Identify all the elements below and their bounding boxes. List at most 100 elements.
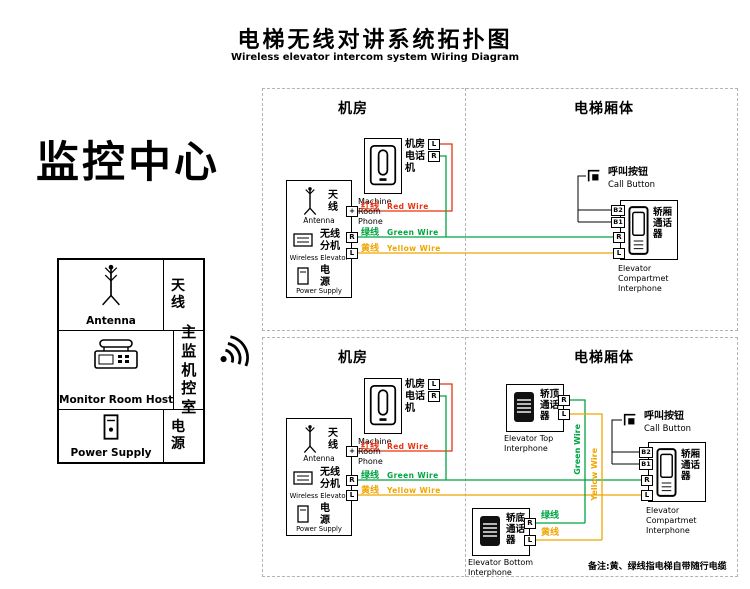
- yellow-wire-vertical-label: Yellow Wire: [590, 448, 599, 501]
- green-wire-label-bottom: 绿线 Green Wire: [361, 468, 439, 481]
- bottom-interphone-label-en: Elevator Bottom Interphone: [468, 558, 534, 577]
- interphone-unit-icon: [628, 206, 649, 255]
- speaker-icon: [480, 516, 500, 546]
- machine-room-phone-label-zh-bottom: 机房电话机: [405, 379, 425, 414]
- wall-phone-icon: [369, 385, 397, 426]
- call-button-wire-top: [577, 175, 612, 223]
- machine-room-phone-label-zh-top: 机房电话机: [405, 139, 425, 174]
- page-title-zh: 电梯无线对讲系统拓扑图: [237, 28, 513, 53]
- compartment-interphone-box-bottom: 轿厢通话器: [648, 442, 706, 502]
- wireless-power-label-en-top: Power Supply: [296, 287, 342, 295]
- call-button-label-en-bottom: Call Button: [644, 424, 692, 434]
- wireless-power-label-zh-top: 电源: [320, 265, 330, 288]
- monitor-power-label-en: Power Supply: [70, 447, 152, 459]
- terminal-phone-l-bottom: L: [428, 379, 440, 390]
- monitor-power-main: Power Supply: [59, 410, 163, 462]
- machine-room-phone-label-en-top: Machine Room Phone: [358, 197, 392, 226]
- top-region-border: [262, 88, 738, 331]
- call-button-label-zh-bottom: 呼叫按钮: [644, 411, 684, 422]
- terminal-compartment-l-top: L: [613, 248, 625, 259]
- top-elevator-body-label: 电梯厢体: [574, 101, 634, 117]
- terminal-phone-r-top: R: [428, 151, 440, 162]
- terminal-wireless-l-bottom: L: [346, 490, 358, 501]
- wireless-extension-icon: [293, 471, 313, 485]
- red-wire-label-top: 红线 Red Wire: [361, 199, 429, 212]
- power-supply-icon: [103, 414, 119, 440]
- compartment-interphone-box-top: 轿厢通话器: [620, 200, 678, 260]
- wireless-power-label-zh-bottom: 电源: [320, 503, 330, 526]
- terminal-phone-r-bottom: R: [428, 391, 440, 402]
- red-wire-top: [357, 143, 453, 212]
- page-title-en: Wireless elevator intercom system Wiring…: [230, 52, 520, 63]
- wireless-power-label-en-bottom: Power Supply: [296, 525, 342, 533]
- machine-room-phone-box-bottom: [364, 378, 402, 434]
- bottom-interphone-label-zh: 轿底通话器: [506, 513, 526, 547]
- wall-phone-icon: [369, 145, 397, 186]
- yellow-wire-stub-label: 黄线: [541, 528, 560, 538]
- wireless-antenna-label-en-top: Antenna: [303, 216, 335, 225]
- wireless-power-icon: [297, 267, 309, 285]
- monitor-power-row: Power Supply 电源: [59, 410, 203, 462]
- machine-room-phone-box-top: [364, 138, 402, 194]
- terminal-compartment-b1-top: B1: [611, 217, 625, 228]
- compartment-interphone-label-en-bottom: Elevator Compartmet Interphone: [646, 506, 697, 535]
- compartment-interphone-label-zh-bottom: 轿厢通话器: [681, 449, 701, 483]
- terminal-bottom-interphone-l: L: [524, 535, 536, 546]
- call-button-wire-bottom: [611, 419, 640, 465]
- terminal-compartment-r-bottom: R: [641, 475, 653, 486]
- bottom-interphone-box: 轿底通话器: [472, 508, 530, 556]
- call-button-label-en-top: Call Button: [608, 180, 656, 190]
- red-wire-label-zh: 红线: [361, 202, 380, 212]
- green-wire-top-branch: [440, 155, 447, 237]
- wireless-extension-label-en-top: Wireless Elevator: [289, 254, 349, 262]
- yellow-wire-vertical: [536, 413, 603, 541]
- red-wire-label-zh: 红线: [361, 442, 380, 452]
- terminal-phone-l-top: L: [428, 139, 440, 150]
- green-wire-stub-label: 绿线: [541, 511, 560, 521]
- top-interphone-box: 轿顶通话器: [506, 384, 564, 432]
- terminal-compartment-b1-bottom: B1: [639, 459, 653, 470]
- monitor-antenna-label-zh: 天线: [163, 260, 203, 330]
- yellow-wire-label-zh: 黄线: [361, 486, 380, 496]
- terminal-top-interphone-r: R: [558, 395, 570, 406]
- monitor-host-label-en: Monitor Room Host: [59, 394, 174, 406]
- green-wire-vertical: [536, 399, 586, 524]
- terminal-compartment-l-bottom: L: [641, 490, 653, 501]
- terminal-wireless-l-top: L: [346, 248, 358, 259]
- compartment-interphone-label-zh-top: 轿厢通话器: [653, 207, 673, 241]
- green-wire-label-top: 绿线 Green Wire: [361, 225, 439, 238]
- wireless-extension-label-en-bottom: Wireless Elevator: [289, 492, 349, 500]
- terminal-wireless-plus-top: +: [346, 206, 358, 217]
- antenna-icon: [303, 425, 317, 453]
- wireless-extension-label-zh-bottom: 无线分机: [320, 467, 340, 490]
- yellow-wire-label-en: Yellow Wire: [387, 486, 441, 495]
- wireless-power-icon: [297, 505, 309, 523]
- green-wire-bottom-branch: [440, 395, 447, 480]
- terminal-wireless-plus-bottom: +: [346, 446, 358, 457]
- monitor-host-main: Monitor Room Host: [59, 331, 173, 409]
- monitor-center-heading: 监控中心: [36, 138, 220, 188]
- call-button-label-zh-top: 呼叫按钮: [608, 167, 648, 178]
- red-wire-label-bottom: 红线 Red Wire: [361, 439, 429, 452]
- yellow-wire-label-zh: 黄线: [361, 244, 380, 254]
- wireless-extension-label-zh-top: 无线分机: [320, 229, 340, 252]
- monitor-host-row: Monitor Room Host 主监机控室: [59, 323, 203, 416]
- top-interphone-label-en: Elevator Top Interphone: [504, 434, 554, 453]
- monitor-antenna-label-en: Antenna: [86, 315, 136, 327]
- antenna-icon: [303, 187, 317, 215]
- wireless-signal-icon: [220, 335, 249, 367]
- green-wire-label-zh: 绿线: [361, 228, 380, 238]
- green-wire-label-en: Green Wire: [387, 228, 439, 237]
- speaker-icon: [514, 392, 534, 422]
- top-machine-room-label: 机房: [338, 101, 368, 117]
- terminal-wireless-r-bottom: R: [346, 475, 358, 486]
- bottom-region-divider: [465, 337, 466, 577]
- monitor-power-label-zh: 电源: [163, 410, 203, 462]
- wireless-antenna-label-zh-bottom: 天线: [328, 428, 338, 451]
- footnote: 备注:黄、绿线指电梯自带随行电缆: [588, 562, 727, 572]
- bottom-region-border: [262, 337, 738, 577]
- red-wire-label-en: Red Wire: [387, 442, 429, 451]
- green-wire-vertical-label: Green Wire: [573, 424, 582, 475]
